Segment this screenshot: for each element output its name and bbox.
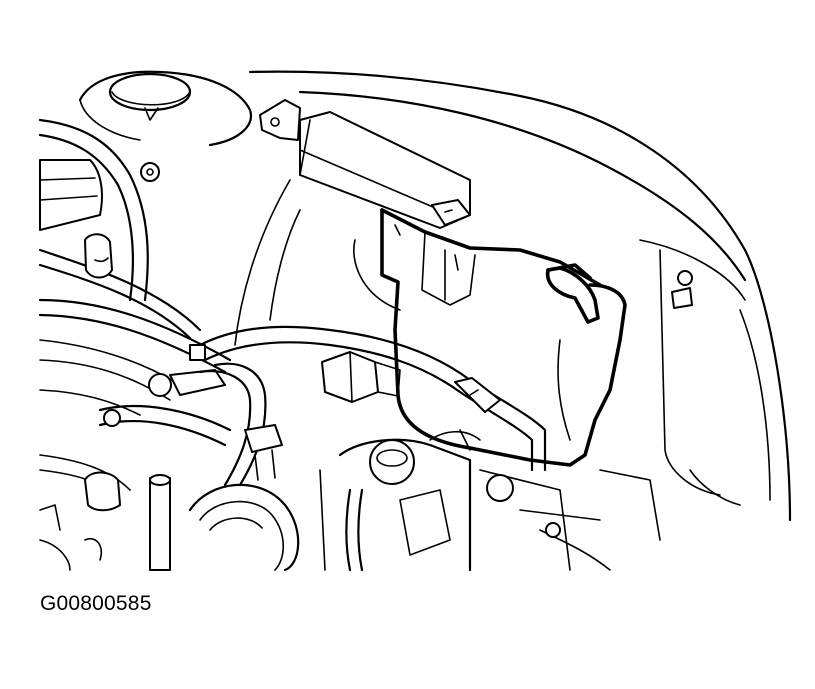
main-cable: [198, 325, 547, 472]
left-engine-parts: [98, 344, 283, 487]
inner-fender: [234, 179, 301, 346]
strut-tower: [78, 70, 253, 147]
engine-bay-line-drawing: [38, 70, 792, 572]
center-engine-block: [319, 429, 661, 572]
right-bolt: [671, 270, 693, 309]
figure-code: G00800585: [40, 592, 152, 615]
fender-outline: [248, 70, 792, 522]
highlighted-harness: [380, 208, 627, 467]
fuse-box: [259, 99, 471, 311]
harness-panel: [394, 224, 571, 441]
lower-left-engine: [39, 454, 300, 572]
brake-reservoir: [39, 159, 113, 279]
